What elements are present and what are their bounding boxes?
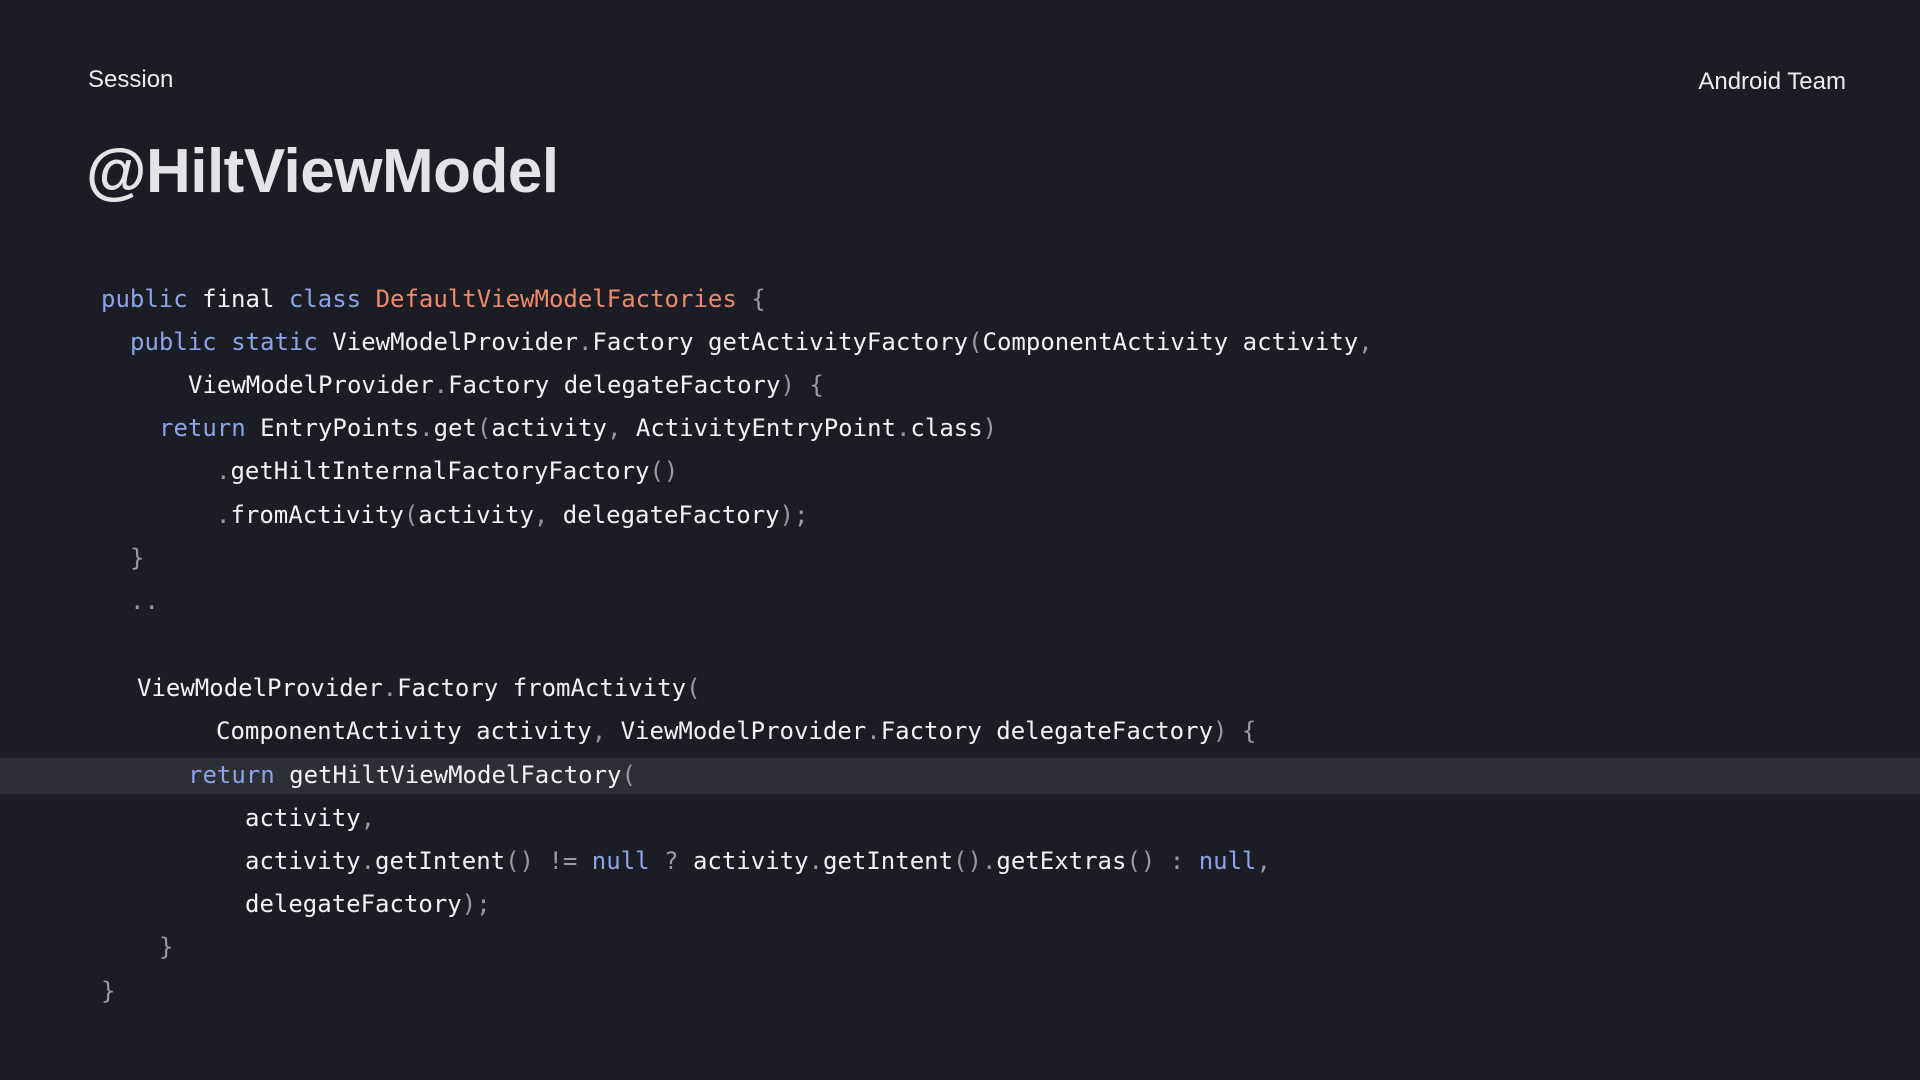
code-token: getIntent [823, 847, 954, 875]
code-token: } [130, 544, 145, 572]
code-line: activity, [245, 803, 375, 833]
code-token: , [1358, 328, 1373, 356]
code-token: ( [686, 674, 701, 702]
code-token: ) { [780, 371, 824, 399]
code-token: public [101, 285, 188, 313]
code-token: . [216, 457, 231, 485]
code-token: () != [505, 847, 592, 875]
code-token: class [288, 285, 376, 313]
code-token: activity [245, 847, 361, 875]
code-token: getHiltInternalFactoryFactory [230, 457, 650, 485]
code-token: , [360, 804, 376, 832]
code-token: , [533, 501, 563, 529]
code-token: public static [130, 328, 333, 356]
code-token: ActivityEntryPoint [635, 414, 896, 442]
code-token: fromActivity [230, 501, 404, 529]
code-token: class [910, 414, 983, 442]
code-token: activity [418, 501, 534, 529]
code-line: ViewModelProvider.Factory fromActivity( [137, 673, 701, 703]
code-token: ); [461, 890, 491, 918]
code-token: activity [491, 414, 607, 442]
code-token: ) { [1213, 717, 1257, 745]
code-token: () : [1126, 847, 1199, 875]
code-token: ( [621, 761, 636, 789]
code-token: () [649, 457, 679, 485]
code-token: ); [779, 501, 809, 529]
slide-title: @HiltViewModel [86, 137, 559, 206]
code-line: ViewModelProvider.Factory delegateFactor… [188, 370, 824, 400]
code-token: return [159, 414, 261, 442]
code-token: { [736, 285, 766, 313]
code-token: final [187, 285, 289, 313]
code-line: } [130, 543, 144, 573]
code-line: public static ViewModelProvider.Factory … [130, 327, 1373, 357]
code-token: (). [953, 847, 997, 875]
code-token: Factory delegateFactory [880, 717, 1214, 745]
code-token: get [433, 414, 477, 442]
code-token: , [591, 717, 621, 745]
code-token: ComponentActivity activity [982, 328, 1359, 356]
code-token: ( [968, 328, 983, 356]
code-token: Factory getActivityFactory [592, 328, 969, 356]
code-token: . [419, 414, 434, 442]
team-label: Android Team [1698, 68, 1846, 95]
code-token: activity [245, 804, 361, 832]
code-token: . [808, 847, 823, 875]
code-line: .. [130, 586, 159, 616]
code-token: } [101, 977, 116, 1005]
highlighted-line-band [0, 758, 1920, 794]
code-token: ) [982, 414, 998, 442]
code-token: getIntent [375, 847, 506, 875]
code-token: getExtras [996, 847, 1127, 875]
code-token: ( [403, 501, 419, 529]
code-line: ComponentActivity activity, ViewModelPro… [216, 716, 1256, 746]
code-token: ViewModelProvider [332, 328, 578, 356]
code-line: delegateFactory); [245, 889, 491, 919]
code-token: activity [692, 847, 809, 875]
code-token: delegateFactory [245, 890, 462, 918]
code-line: activity.getIntent() != null ? activity.… [245, 846, 1271, 876]
code-token: .. [130, 587, 159, 615]
code-token: null [591, 847, 650, 875]
session-label: Session [88, 66, 174, 93]
code-token: , [606, 414, 636, 442]
code-token: ? [649, 847, 693, 875]
code-token: getHiltViewModelFactory [289, 761, 622, 789]
code-token: ViewModelProvider [188, 371, 434, 399]
code-token: . [360, 847, 376, 875]
code-line: public final class DefaultViewModelFacto… [101, 284, 766, 314]
code-token: . [866, 717, 881, 745]
code-token: ComponentActivity activity [216, 717, 592, 745]
code-token: . [382, 674, 398, 702]
code-token: null [1198, 847, 1257, 875]
code-token: ViewModelProvider [620, 717, 867, 745]
code-token: . [216, 501, 231, 529]
code-token: ViewModelProvider [137, 674, 383, 702]
code-token: . [433, 371, 449, 399]
code-token: . [895, 414, 911, 442]
code-line: return EntryPoints.get(activity, Activit… [159, 413, 997, 443]
code-token: . [577, 328, 593, 356]
code-token: , [1256, 847, 1271, 875]
code-line: } [159, 932, 173, 962]
code-token: return [188, 761, 290, 789]
code-line: .fromActivity(activity, delegateFactory)… [216, 500, 808, 530]
code-token: Factory delegateFactory [448, 371, 781, 399]
code-token: EntryPoints [260, 414, 420, 442]
code-token: delegateFactory [562, 501, 780, 529]
code-line: } [101, 976, 115, 1006]
code-token: ( [476, 414, 492, 442]
code-token: DefaultViewModelFactories [375, 285, 737, 313]
code-line: .getHiltInternalFactoryFactory() [216, 456, 678, 486]
code-token: } [159, 933, 174, 961]
code-line: return getHiltViewModelFactory( [188, 760, 636, 790]
code-token: Factory fromActivity [397, 674, 687, 702]
